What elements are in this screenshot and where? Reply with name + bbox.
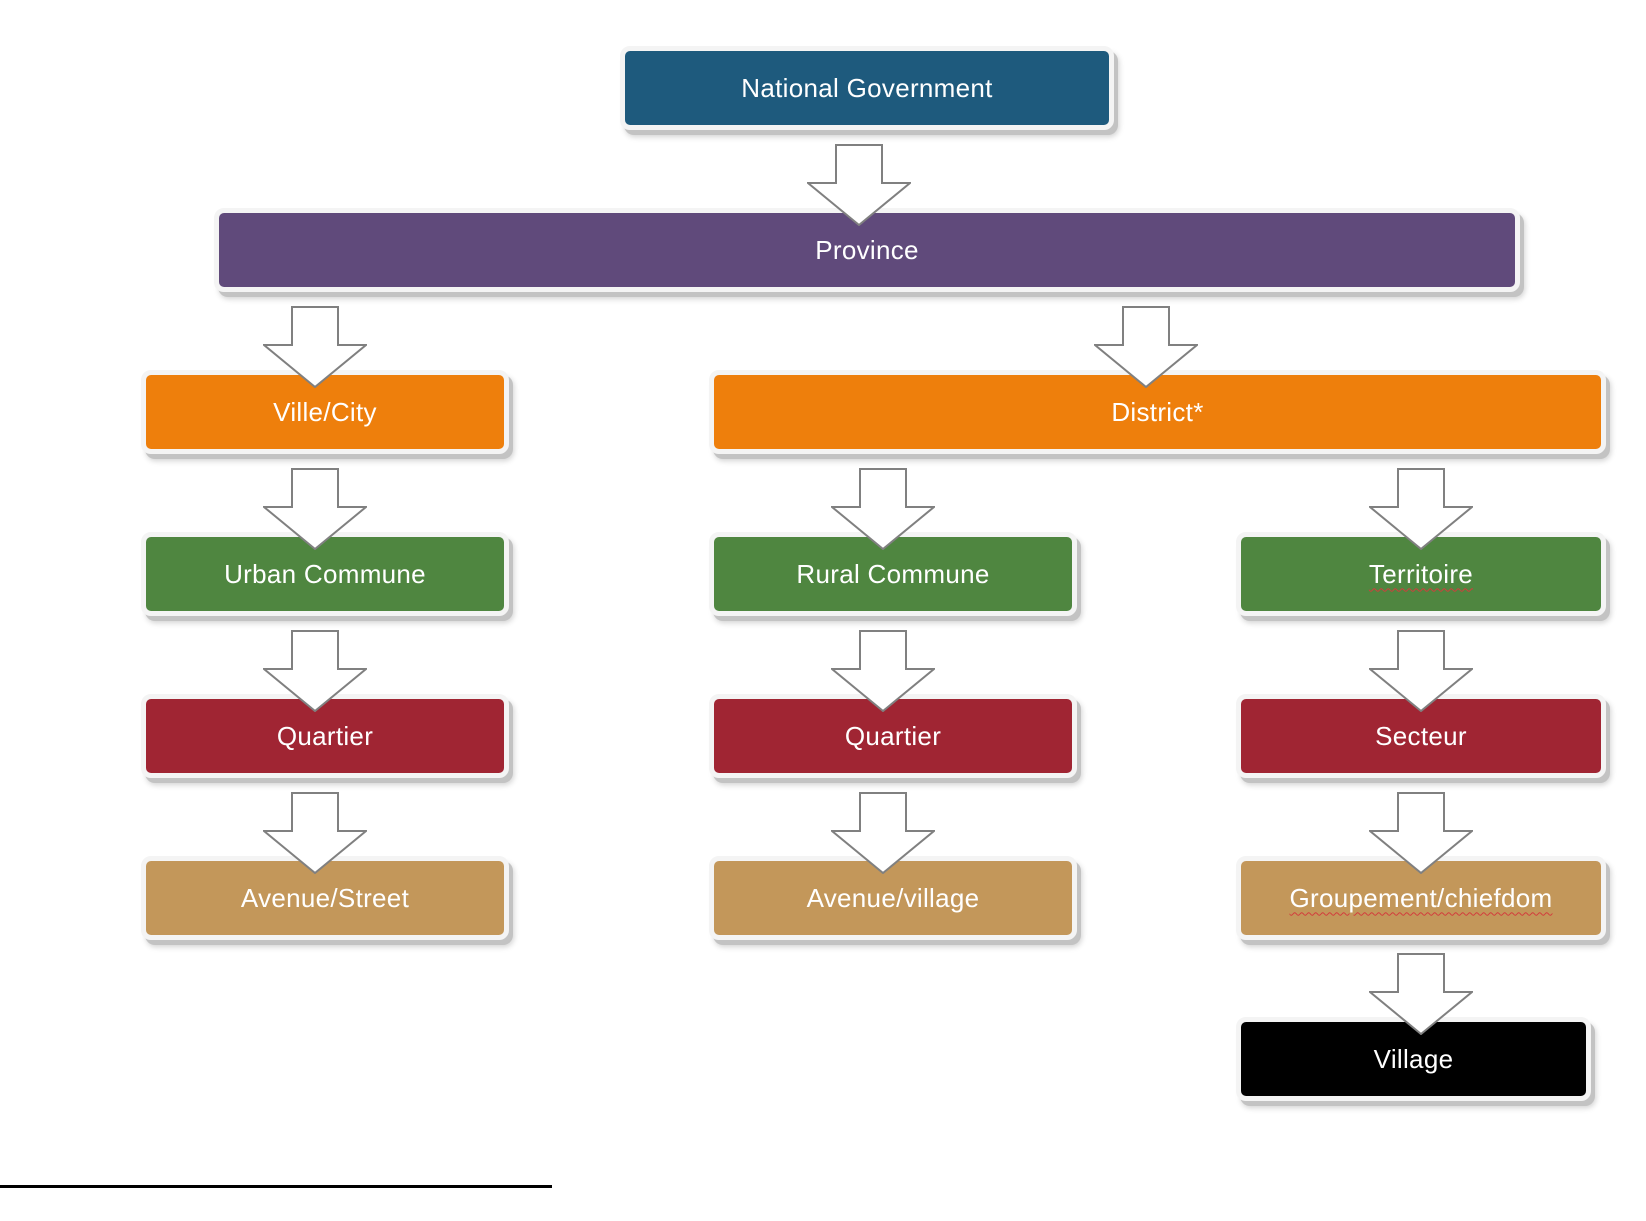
footnote-separator-line bbox=[0, 1185, 552, 1188]
down-arrow-icon bbox=[1369, 953, 1473, 1035]
node-village: Village bbox=[1236, 1017, 1591, 1101]
node-quartier-urban: Quartier bbox=[141, 694, 509, 778]
down-arrow-icon bbox=[1369, 630, 1473, 712]
node-label: Rural Commune bbox=[796, 558, 990, 589]
down-arrow-icon bbox=[831, 468, 935, 550]
node-ville-city: Ville/City bbox=[141, 370, 509, 454]
node-avenue-village: Avenue/village bbox=[709, 856, 1077, 940]
down-arrow-icon bbox=[263, 468, 367, 550]
node-label: Avenue/Street bbox=[240, 882, 410, 913]
node-label: Groupement/chiefdom bbox=[1289, 882, 1553, 913]
down-arrow-icon bbox=[1369, 468, 1473, 550]
node-national-government: National Government bbox=[620, 46, 1114, 130]
node-label: Urban Commune bbox=[224, 558, 426, 589]
down-arrow-icon bbox=[263, 306, 367, 388]
node-district: District* bbox=[709, 370, 1606, 454]
down-arrow-icon bbox=[1369, 792, 1473, 874]
node-label: District* bbox=[1111, 396, 1204, 427]
node-label: Province bbox=[815, 234, 919, 265]
down-arrow-icon bbox=[831, 792, 935, 874]
node-label: National Government bbox=[741, 72, 993, 103]
node-label: Territoire bbox=[1368, 558, 1474, 589]
node-urban-commune: Urban Commune bbox=[141, 532, 509, 616]
down-arrow-icon bbox=[263, 630, 367, 712]
down-arrow-icon bbox=[263, 792, 367, 874]
node-label: Quartier bbox=[276, 720, 374, 751]
down-arrow-icon bbox=[807, 144, 911, 226]
down-arrow-icon bbox=[831, 630, 935, 712]
node-label: Secteur bbox=[1375, 720, 1467, 751]
down-arrow-icon bbox=[1094, 306, 1198, 388]
node-label: Ville/City bbox=[273, 396, 377, 427]
node-label: Avenue/village bbox=[806, 882, 980, 913]
node-label: Quartier bbox=[844, 720, 942, 751]
node-label: Village bbox=[1373, 1043, 1454, 1074]
